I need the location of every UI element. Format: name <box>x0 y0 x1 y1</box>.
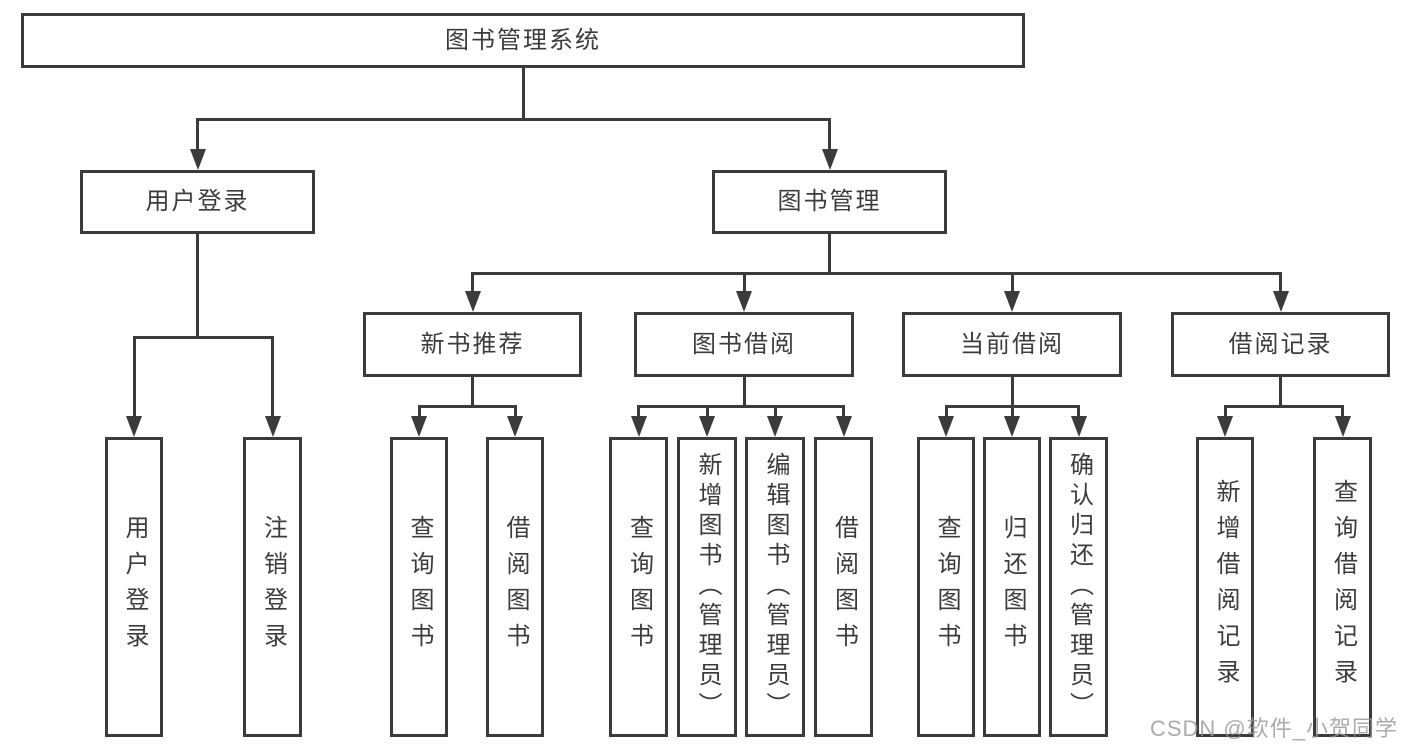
arrowhead-down-icon <box>1070 416 1087 437</box>
node-leaf-borrow-books-2: 借阅图书 <box>814 437 873 737</box>
node-book-management: 图书管理 <box>712 170 947 234</box>
arrowhead-down-icon <box>189 149 206 170</box>
connector-line-vertical <box>842 406 845 422</box>
connector-line-vertical <box>417 406 421 422</box>
arrowhead-down-icon <box>464 291 481 312</box>
arrowhead-down-icon <box>630 416 647 437</box>
node-label-current-borrowing: 当前借阅 <box>960 330 1064 358</box>
connector-line-vertical <box>271 337 274 422</box>
arrowhead-down-icon <box>736 291 752 312</box>
arrowhead-down-icon <box>1272 291 1289 312</box>
node-label-leaf-add-books: 新增图书（管理员） <box>694 452 721 722</box>
arrowhead-down-icon <box>1334 416 1351 437</box>
node-label-leaf-query-books-3: 查询图书 <box>933 515 960 659</box>
connector-line-vertical <box>742 377 746 408</box>
connector-line-vertical <box>132 337 136 422</box>
node-leaf-query-books-3: 查询图书 <box>917 437 975 737</box>
node-label-leaf-borrow-books-1: 借阅图书 <box>502 515 529 659</box>
node-label-leaf-user-login: 用户登录 <box>121 515 148 659</box>
node-label-leaf-borrow-books-2: 借阅图书 <box>830 515 858 659</box>
node-label-leaf-query-books-1: 查询图书 <box>406 515 433 659</box>
arrowhead-down-icon <box>835 416 852 437</box>
node-leaf-return-books: 归还图书 <box>983 437 1041 737</box>
connector-line-vertical <box>471 273 474 297</box>
node-root: 图书管理系统 <box>21 13 1025 68</box>
arrowhead-down-icon <box>699 416 715 437</box>
node-current-borrowing: 当前借阅 <box>902 312 1122 377</box>
watermark: CSDN @软件_小贺同学 <box>1149 716 1398 741</box>
connector-line-horizontal <box>196 117 831 121</box>
connector-line-vertical <box>1077 406 1080 422</box>
node-leaf-add-borrow-record: 新增借阅记录 <box>1196 437 1254 737</box>
node-leaf-user-login: 用户登录 <box>105 437 163 737</box>
arrowhead-down-icon <box>938 416 954 437</box>
node-label-new-book-recommend: 新书推荐 <box>420 330 525 358</box>
node-user-login: 用户登录 <box>80 170 315 234</box>
node-leaf-borrow-books-1: 借阅图书 <box>486 437 544 737</box>
node-leaf-logout: 注销登录 <box>243 437 302 737</box>
node-label-leaf-query-books-2: 查询图书 <box>625 515 653 659</box>
node-borrowing-records: 借阅记录 <box>1171 312 1390 377</box>
node-label-user-login: 用户登录 <box>145 188 250 215</box>
connector-line-vertical <box>1010 406 1014 422</box>
connector-line-horizontal <box>1223 404 1344 408</box>
arrowhead-down-icon <box>821 149 838 170</box>
connector-line-vertical <box>196 119 199 155</box>
connector-line-vertical <box>1223 406 1227 422</box>
arrowhead-down-icon <box>1004 291 1020 312</box>
node-label-borrowing-records: 借阅记录 <box>1228 330 1333 358</box>
node-label-leaf-add-borrow-record: 新增借阅记录 <box>1212 479 1239 695</box>
connector-line-vertical <box>828 119 831 155</box>
node-leaf-confirm-return: 确认归还（管理员） <box>1049 437 1108 737</box>
node-leaf-query-books-1: 查询图书 <box>390 437 448 737</box>
node-label-leaf-edit-books: 编辑图书（管理员） <box>762 452 789 722</box>
connector-line-vertical <box>705 406 709 422</box>
connector-line-vertical <box>1279 273 1282 297</box>
connector-line-vertical <box>196 234 199 339</box>
connector-line-vertical <box>1010 273 1014 297</box>
connector-line-vertical <box>1341 406 1344 422</box>
connector-line-horizontal <box>471 271 1282 275</box>
arrowhead-down-icon <box>264 416 281 437</box>
arrowhead-down-icon <box>507 416 523 437</box>
node-label-book-borrowing: 图书借阅 <box>692 330 796 358</box>
connector-line-horizontal <box>637 404 845 408</box>
connector-line-vertical <box>742 273 746 297</box>
connector-line-vertical <box>513 406 517 422</box>
arrowhead-down-icon <box>1004 416 1020 437</box>
connector-line-vertical <box>944 406 948 422</box>
node-label-leaf-query-borrow-record: 查询借阅记录 <box>1329 479 1357 695</box>
connector-line-horizontal <box>132 335 274 339</box>
connector-line-vertical <box>521 68 525 121</box>
arrowhead-down-icon <box>411 416 427 437</box>
node-label-book-management: 图书管理 <box>777 188 882 215</box>
connector-line-vertical <box>471 377 474 408</box>
arrowhead-down-icon <box>126 416 142 437</box>
connector-line-vertical <box>773 406 777 422</box>
connector-line-vertical <box>1010 377 1014 408</box>
connector-line-vertical <box>637 406 640 422</box>
connector-line-vertical <box>828 234 831 275</box>
node-label-leaf-return-books: 归还图书 <box>999 515 1026 659</box>
node-leaf-query-books-2: 查询图书 <box>609 437 668 737</box>
node-label-root: 图书管理系统 <box>445 26 601 54</box>
node-label-leaf-logout: 注销登录 <box>259 515 287 659</box>
node-book-borrowing: 图书借阅 <box>634 312 854 377</box>
node-new-book-recommend: 新书推荐 <box>363 312 582 377</box>
connector-line-horizontal <box>417 404 517 408</box>
node-leaf-edit-books: 编辑图书（管理员） <box>745 437 805 737</box>
arrowhead-down-icon <box>767 416 783 437</box>
arrowhead-down-icon <box>1217 416 1233 437</box>
connector-line-vertical <box>1279 377 1282 408</box>
node-label-leaf-confirm-return: 确认归还（管理员） <box>1065 452 1093 722</box>
node-leaf-add-books: 新增图书（管理员） <box>677 437 737 737</box>
node-leaf-query-borrow-record: 查询借阅记录 <box>1313 437 1372 737</box>
